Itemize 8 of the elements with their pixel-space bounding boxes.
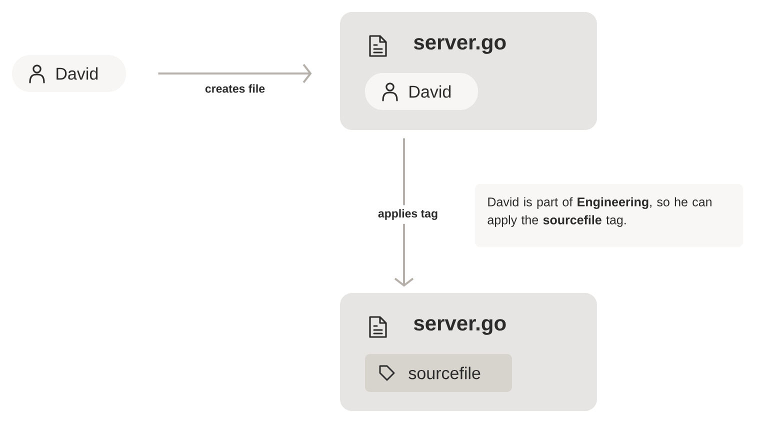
edge-label: applies tag (374, 205, 442, 224)
person-pill: David (365, 73, 478, 110)
note-box: David is part of Engineering, so he can apply the sourcefile tag. (475, 184, 743, 247)
arrow (394, 138, 414, 287)
tag-chip: sourcefile (365, 354, 512, 392)
edge-label: creates file (205, 84, 265, 93)
arrow (158, 64, 312, 84)
person-pill: David (12, 55, 126, 92)
